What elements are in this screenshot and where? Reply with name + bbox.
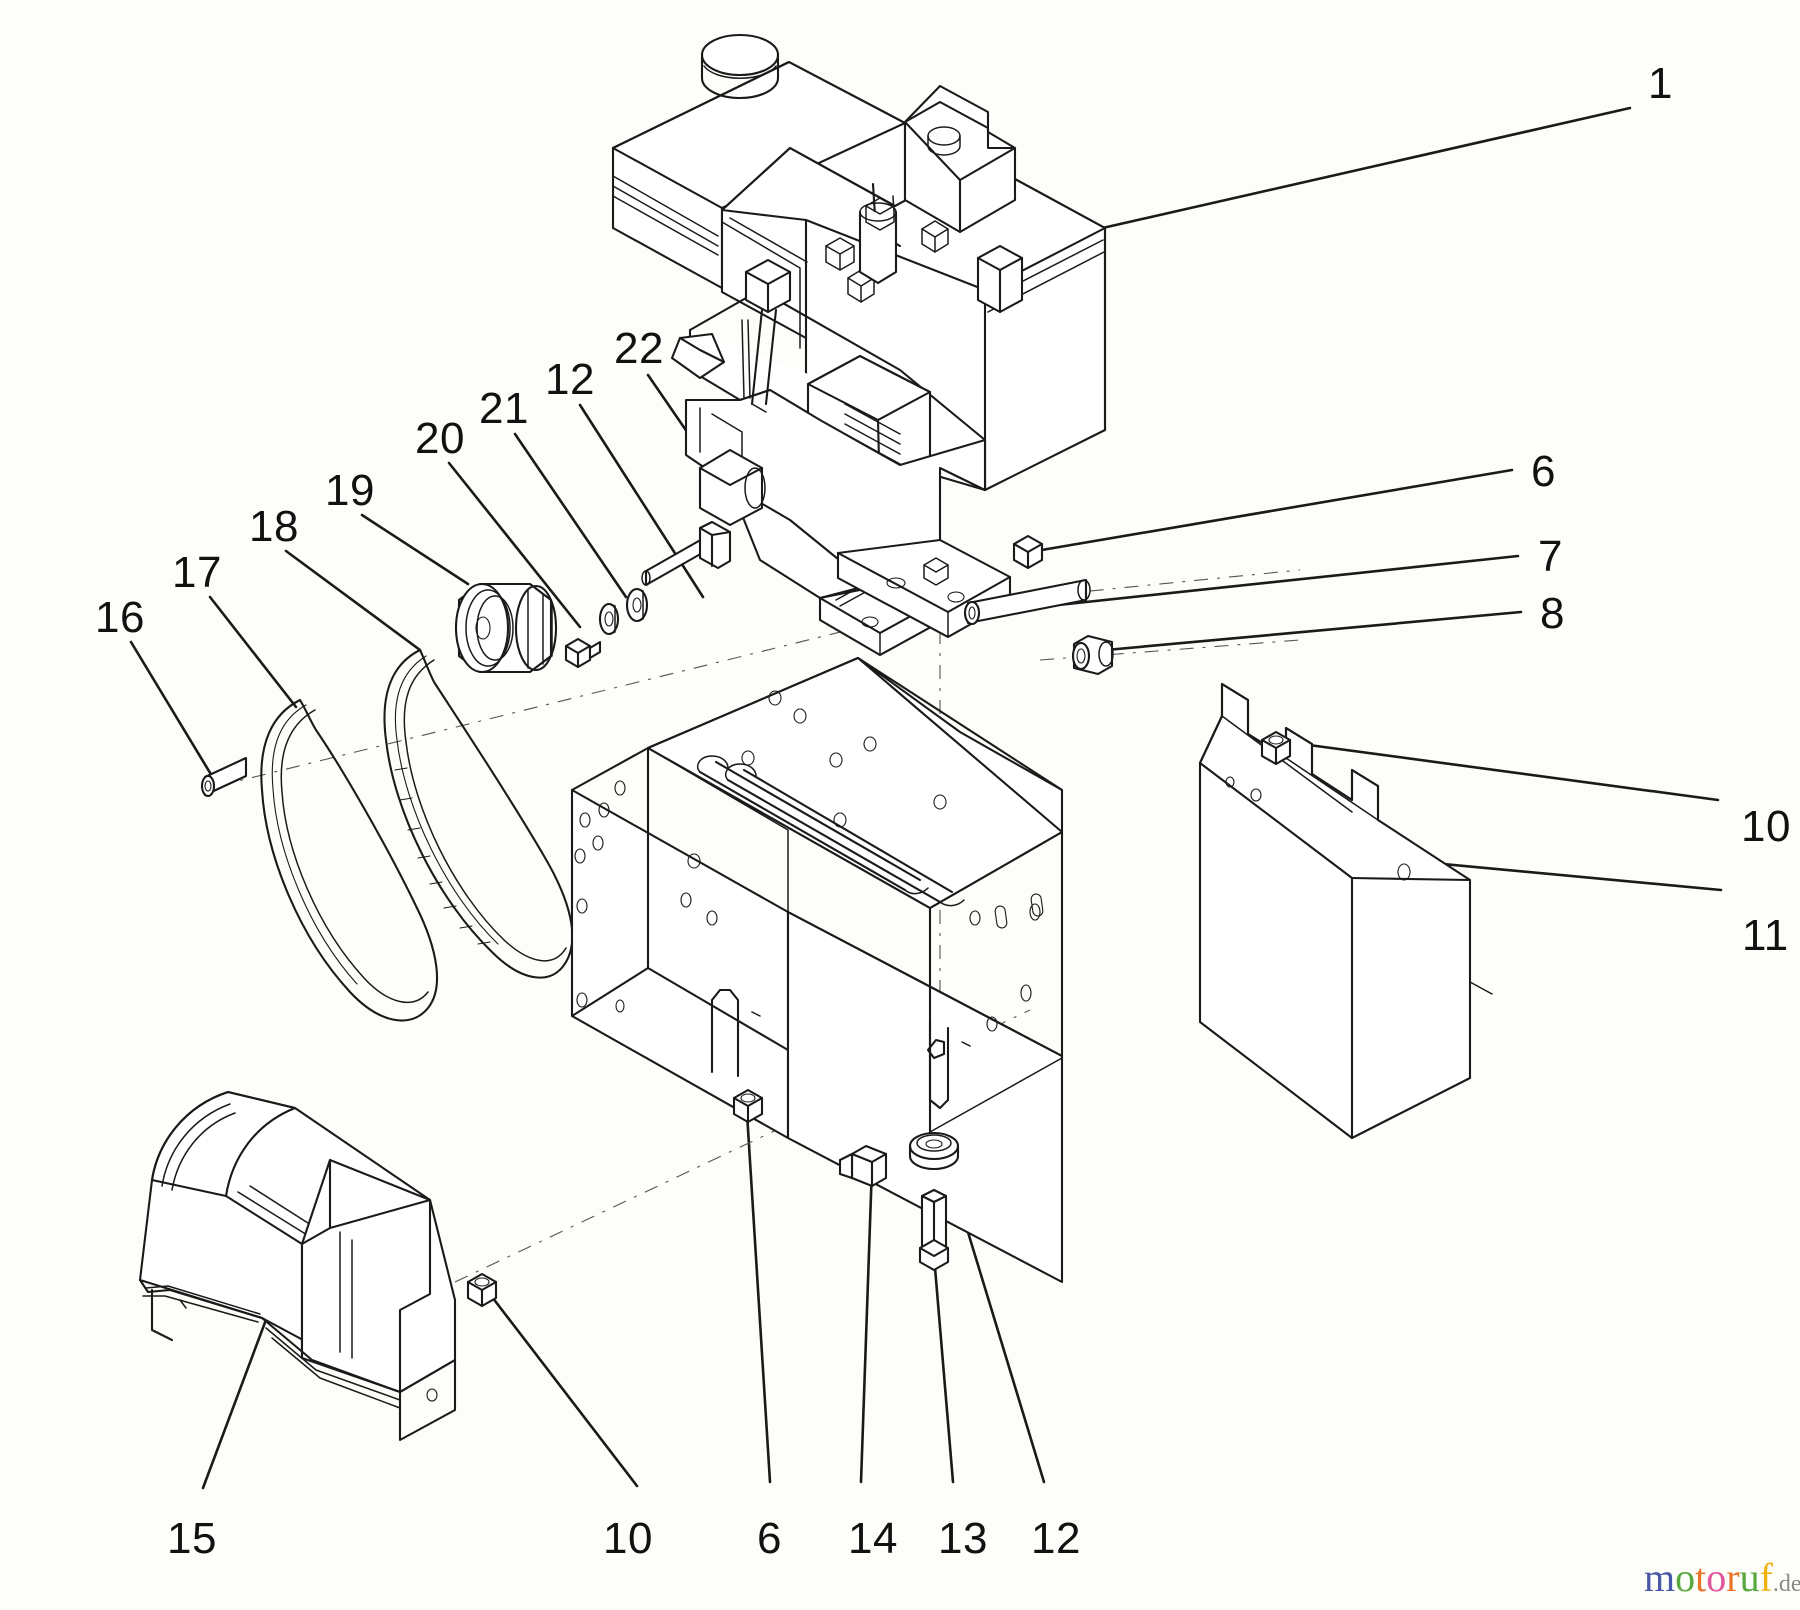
lock-nut-upper: [564, 637, 602, 669]
cap-nut-lower: [466, 1272, 498, 1308]
motoruf-logo: motoruf.de: [1644, 1558, 1800, 1598]
engine-assembly: [611, 33, 1107, 657]
callout-18: 18: [249, 502, 299, 551]
callout-10-right: 10: [1741, 802, 1791, 851]
lock-nut-lower: [908, 1131, 960, 1171]
spacer-washer: [598, 602, 620, 636]
callout-16: 16: [95, 593, 145, 642]
callout-15: 15: [167, 1514, 217, 1563]
callout-17: 17: [172, 548, 222, 597]
callout-10-lower: 10: [603, 1514, 653, 1563]
callout-11: 11: [1742, 911, 1789, 960]
cap-nut-right: [1260, 730, 1292, 766]
logo-letter-m: m: [1644, 1555, 1676, 1600]
flat-washer: [625, 587, 649, 623]
callout-13: 13: [938, 1514, 988, 1563]
shoulder-screw: [918, 1188, 950, 1272]
callout-8: 8: [1540, 589, 1565, 638]
callout-6-lower: 6: [757, 1514, 782, 1563]
belt-cover: [138, 1090, 457, 1442]
logo-letter-u: u: [1739, 1555, 1760, 1600]
callout-14: 14: [848, 1514, 898, 1563]
callout-20: 20: [415, 414, 465, 463]
logo-suffix: .de: [1772, 1571, 1800, 1597]
callout-21: 21: [479, 384, 529, 433]
idler-pulley: [454, 582, 558, 674]
hex-nut-lower: [732, 1088, 764, 1124]
callout-1: 1: [1648, 59, 1673, 108]
logo-letter-o1: o: [1675, 1555, 1696, 1600]
callout-19: 19: [325, 466, 375, 515]
v-belt-outer: [260, 698, 439, 1022]
callout-7: 7: [1538, 532, 1563, 581]
bushing: [1071, 634, 1114, 676]
callout-22: 22: [614, 324, 664, 373]
logo-letter-o2: o: [1706, 1555, 1727, 1600]
spacer-tube: [963, 578, 1091, 626]
main-chassis-frame: [570, 656, 1064, 1284]
hex-nut-right: [1012, 534, 1044, 570]
shoulder-bolt: [641, 520, 732, 587]
logo-letter-f: f: [1759, 1555, 1773, 1600]
v-belt-inner: [383, 648, 574, 979]
callout-6-right: 6: [1531, 447, 1556, 496]
logo-letter-t: t: [1695, 1555, 1707, 1600]
callout-12-lower: 12: [1031, 1514, 1081, 1563]
carriage-bolt: [838, 1144, 888, 1188]
belt-pin: [200, 756, 248, 798]
rear-panel: [1198, 682, 1493, 1140]
callout-12: 12: [545, 355, 595, 404]
logo-letter-r: r: [1726, 1555, 1740, 1600]
